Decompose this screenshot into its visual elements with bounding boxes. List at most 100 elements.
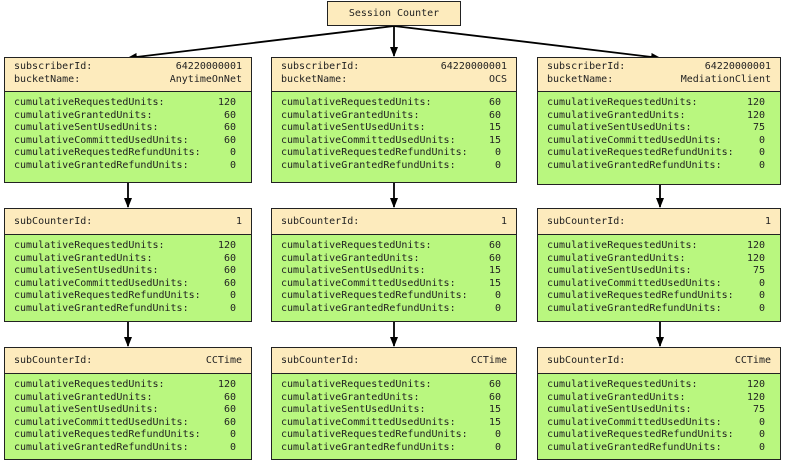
metric-value: 0 <box>494 147 501 158</box>
metric-value: 60 <box>223 134 236 146</box>
metric-value: 60 <box>223 391 236 403</box>
metric-value: 0 <box>758 134 765 146</box>
metric-name: cumulativeRequestedRefundUnits: <box>281 290 468 301</box>
field-row: bucketName:AnytimeOnNet <box>14 74 242 87</box>
subcounter-id-value: 1 <box>500 216 507 227</box>
metric-value: 60 <box>223 109 236 121</box>
arrow-root-to-col3 <box>393 25 661 61</box>
subcounter-id-key: subCounterId: <box>14 355 93 366</box>
metric-value: 120 <box>746 379 765 390</box>
metric-value: 0 <box>494 159 501 171</box>
field-row: cumulativeGrantedUnits:60 <box>14 392 242 405</box>
metric-value: 60 <box>223 277 236 289</box>
field-row: subCounterId:1 <box>547 216 771 229</box>
metric-name: cumulativeGrantedUnits: <box>281 391 420 403</box>
metric-name: cumulativeRequestedRefundUnits: <box>14 147 201 158</box>
metric-value: 0 <box>494 290 501 301</box>
metric-name: cumulativeGrantedRefundUnits: <box>14 441 189 453</box>
metric-name: cumulativeGrantedUnits: <box>547 252 686 264</box>
field-row: cumulativeRequestedUnits:60 <box>281 97 507 110</box>
field-row: cumulativeGrantedRefundUnits:0 <box>14 303 242 316</box>
metric-name: cumulativeRequestedUnits: <box>14 379 165 390</box>
field-row: cumulativeRequestedRefundUnits:0 <box>14 429 242 442</box>
field-row: cumulativeGrantedUnits: 120 <box>547 392 771 405</box>
field-row: cumulativeGrantedRefundUnits:0 <box>281 442 507 455</box>
field-row: subscriberId:64220000001 <box>547 61 771 74</box>
card-header: subscriberId: 64220000001 bucketName:Anyti… <box>5 58 251 92</box>
bucket-counter-card: subscriberId: 64220000001 bucketName:Anyti… <box>4 57 252 183</box>
field-row: cumulativeGrantedRefundUnits:0 <box>14 160 242 173</box>
metric-value: 60 <box>223 122 236 133</box>
metric-name: cumulativeGrantedRefundUnits: <box>14 159 189 171</box>
metric-name: cumulativeGrantedUnits: <box>547 109 686 121</box>
metric-value: 60 <box>223 416 236 428</box>
metric-value: 120 <box>746 240 765 251</box>
metric-name: cumulativeGrantedUnits: <box>281 252 420 264</box>
metric-name: cumulativeRequestedUnits: <box>547 97 698 108</box>
field-row: cumulativeCommittedUsedUnits: 60 <box>14 278 242 291</box>
metric-value: 60 <box>223 265 236 276</box>
metric-name: cumulativeGrantedRefundUnits: <box>14 302 189 314</box>
field-row: cumulativeGrantedUnits:120 <box>547 253 771 266</box>
metric-value: 15 <box>488 404 501 415</box>
metric-name: cumulativeGrantedRefundUnits: <box>281 441 456 453</box>
subcounter-id-value: CCTime <box>205 355 242 366</box>
bucket-name-key: bucketName: <box>14 73 81 85</box>
metric-name: cumulativeCommittedUsedUnits: <box>14 277 189 289</box>
metric-name: cumulativeRequestedUnits: <box>281 379 432 390</box>
metric-name: cumulativeGrantedUnits: <box>14 252 153 264</box>
metric-name: cumulativeCommittedUsedUnits: <box>547 277 722 289</box>
metric-value: 0 <box>758 302 765 314</box>
field-row: cumulativeRequestedRefundUnits:0 <box>281 429 507 442</box>
metric-name: cumulativeGrantedUnits: <box>14 109 153 121</box>
subscriber-id-value: 64220000001 <box>175 61 242 72</box>
subcounter-card: subCounterId: CCTime cumulativeRequestedUn… <box>4 347 252 460</box>
metric-name: cumulativeSentUsedUnits: <box>547 122 692 133</box>
subcounter-id-value: CCTime <box>470 355 507 366</box>
field-row: cumulativeRequestedRefundUnits:0 <box>14 290 242 303</box>
field-row: cumulativeGrantedRefundUnits:0 <box>14 442 242 455</box>
metric-value: 0 <box>229 429 236 440</box>
metric-name: cumulativeRequestedUnits: <box>547 240 698 251</box>
metric-name: cumulativeCommittedUsedUnits: <box>281 277 456 289</box>
metric-value: 0 <box>229 290 236 301</box>
metric-value: 15 <box>488 416 501 428</box>
field-row: cumulativeSentUsedUnits:75 <box>547 265 771 278</box>
subscriber-id-key: subscriberId: <box>281 61 360 72</box>
metric-name: cumulativeRequestedUnits: <box>14 97 165 108</box>
field-row: cumulativeGrantedUnits:120 <box>547 110 771 123</box>
metric-value: 0 <box>494 302 501 314</box>
subscriber-id-key: subscriberId: <box>14 61 93 72</box>
field-row: cumulativeSentUsedUnits:60 <box>14 122 242 135</box>
subcounter-id-value: 1 <box>235 216 242 227</box>
metric-name: cumulativeSentUsedUnits: <box>547 404 692 415</box>
metric-value: 0 <box>494 429 501 440</box>
metric-value: 15 <box>488 122 501 133</box>
metric-value: 60 <box>223 252 236 264</box>
metric-name: cumulativeCommittedUsedUnits: <box>14 416 189 428</box>
metric-name: cumulativeRequestedUnits: <box>547 379 698 390</box>
metric-value: 120 <box>746 391 765 403</box>
bucket-name-key: bucketName: <box>547 73 614 85</box>
metric-value: 60 <box>488 240 501 251</box>
field-row: cumulativeRequestedRefundUnits:0 <box>281 147 507 160</box>
subcounter-id-value: CCTime <box>734 355 771 366</box>
field-row: cumulativeSentUsedUnits:15 <box>281 404 507 417</box>
metric-name: cumulativeRequestedUnits: <box>281 97 432 108</box>
metric-name: cumulativeCommittedUsedUnits: <box>14 134 189 146</box>
metric-name: cumulativeGrantedUnits: <box>547 391 686 403</box>
field-row: cumulativeGrantedUnits:60 <box>281 392 507 405</box>
field-row: subCounterId:1 <box>281 216 507 229</box>
field-row: cumulativeSentUsedUnits:15 <box>281 265 507 278</box>
field-row: bucketName:MediationClient <box>547 74 771 87</box>
field-row: cumulativeRequestedRefundUnits:0 <box>547 290 771 303</box>
field-row: cumulativeGrantedUnits:60 <box>281 110 507 123</box>
field-row: cumulativeRequestedUnits: 120 <box>547 379 771 392</box>
metric-value: 15 <box>488 277 501 289</box>
session-counter-label: Session Counter <box>348 8 440 19</box>
metric-value: 0 <box>758 416 765 428</box>
